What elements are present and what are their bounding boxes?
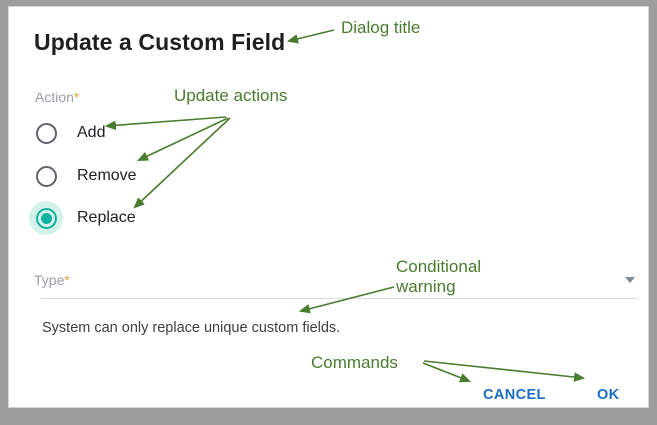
radio-remove-label: Remove <box>77 167 137 184</box>
conditional-warning-text: System can only replace unique custom fi… <box>42 320 341 336</box>
chevron-down-icon[interactable] <box>625 277 635 283</box>
radio-add-label: Add <box>77 124 106 141</box>
type-select-underline <box>41 298 637 299</box>
page-title: Update a Custom Field <box>34 29 286 55</box>
type-select[interactable] <box>41 265 637 299</box>
radio-replace-control[interactable] <box>29 201 63 235</box>
radio-option-add[interactable]: Add <box>29 116 105 150</box>
radio-dot <box>40 212 52 224</box>
radio-add-control[interactable] <box>29 116 63 150</box>
radio-checked-icon <box>35 207 57 229</box>
cancel-button[interactable]: CANCEL <box>483 387 546 403</box>
type-field-label: Type* <box>34 272 70 288</box>
ok-button[interactable]: OK <box>597 387 620 403</box>
type-label-text: Type <box>34 272 65 288</box>
required-asterisk: * <box>73 89 80 105</box>
radio-unchecked-icon <box>35 165 57 187</box>
update-custom-field-dialog: Update a Custom Field Action* Add Remove… <box>8 6 649 408</box>
radio-remove-control[interactable] <box>29 159 63 193</box>
action-label-text: Action <box>35 89 74 105</box>
radio-unchecked-icon <box>35 122 57 144</box>
action-field-label: Action* <box>35 89 79 105</box>
radio-option-replace[interactable]: Replace <box>29 201 136 235</box>
radio-replace-label: Replace <box>77 209 136 226</box>
radio-option-remove[interactable]: Remove <box>29 159 137 193</box>
required-asterisk: * <box>64 272 70 288</box>
